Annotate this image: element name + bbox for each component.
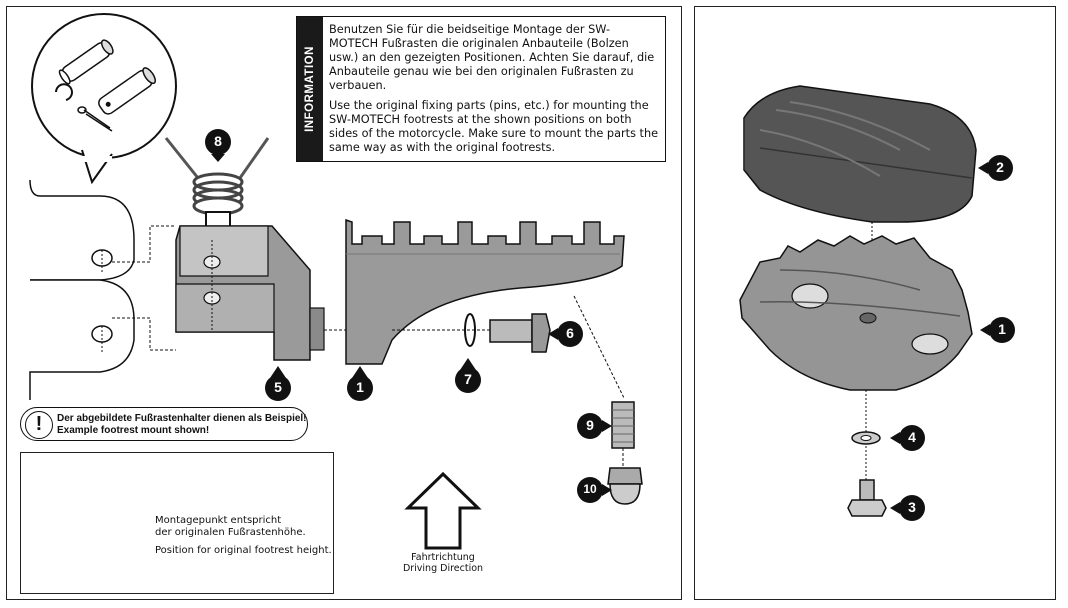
callout-3: 3 xyxy=(908,499,916,515)
washer-part xyxy=(464,313,476,347)
callout-1-right: 1 xyxy=(998,321,1006,337)
guide-line xyxy=(112,225,176,263)
callout-6: 6 xyxy=(566,325,574,341)
callout-5: 5 xyxy=(274,379,282,395)
information-side-bar: INFORMATION xyxy=(297,17,323,161)
footrest-top-view xyxy=(739,235,973,391)
warning-line-en: Example footrest mount shown! xyxy=(57,425,210,436)
driving-direction-de: Fahrtrichtung xyxy=(411,552,475,563)
mount-note-de-2: der originalen Fußrastenhöhe. xyxy=(155,527,306,538)
warning-line-de: Der abgebildete Fußrastenhalter dienen a… xyxy=(57,413,307,424)
direction-arrow xyxy=(404,471,482,550)
callout-1-left: 1 xyxy=(356,379,364,395)
pins-detail-bubble xyxy=(31,13,177,185)
pin-part xyxy=(611,401,635,449)
callout-2: 2 xyxy=(996,159,1004,175)
callout-markers xyxy=(205,129,1015,521)
information-label: INFORMATION xyxy=(304,46,316,132)
footrest-side-view xyxy=(345,218,625,365)
information-text-en: Use the original fixing parts (pins, etc… xyxy=(329,99,659,154)
information-box: INFORMATION Benutzen Sie für die beidsei… xyxy=(296,16,666,162)
information-text: Benutzen Sie für die beidseitige Montage… xyxy=(329,23,659,161)
cap-nut-part xyxy=(607,467,643,505)
mount-note-en: Position for original footrest height. xyxy=(155,545,332,556)
exclamation-icon: ! xyxy=(25,411,53,439)
callout-4: 4 xyxy=(908,429,916,445)
callout-7: 7 xyxy=(464,371,472,387)
example-warning: ! Der abgebildete Fußrastenhalter dienen… xyxy=(20,407,308,441)
rubber-pad xyxy=(743,85,977,223)
washer-hole xyxy=(860,435,872,441)
bolt-part xyxy=(489,313,551,353)
mount-note-de-1: Montagepunkt entspricht xyxy=(155,515,282,526)
footrest-mount xyxy=(175,225,325,361)
callout-8: 8 xyxy=(214,133,222,149)
guide-line xyxy=(573,295,625,399)
mount-position-box: Montagepunkt entspricht der originalen F… xyxy=(20,452,334,594)
callout-9: 9 xyxy=(586,417,594,433)
information-text-de: Benutzen Sie für die beidseitige Montage… xyxy=(329,23,655,92)
driving-direction-en: Driving Direction xyxy=(402,563,484,574)
driving-direction-label: Fahrtrichtung Driving Direction xyxy=(398,552,488,574)
frame-bracket xyxy=(29,179,135,400)
warning-text: Der abgebildete Fußrastenhalter dienen a… xyxy=(57,413,307,437)
bolt-right xyxy=(847,479,887,517)
guide-line xyxy=(112,317,176,351)
callout-10: 10 xyxy=(583,482,597,496)
